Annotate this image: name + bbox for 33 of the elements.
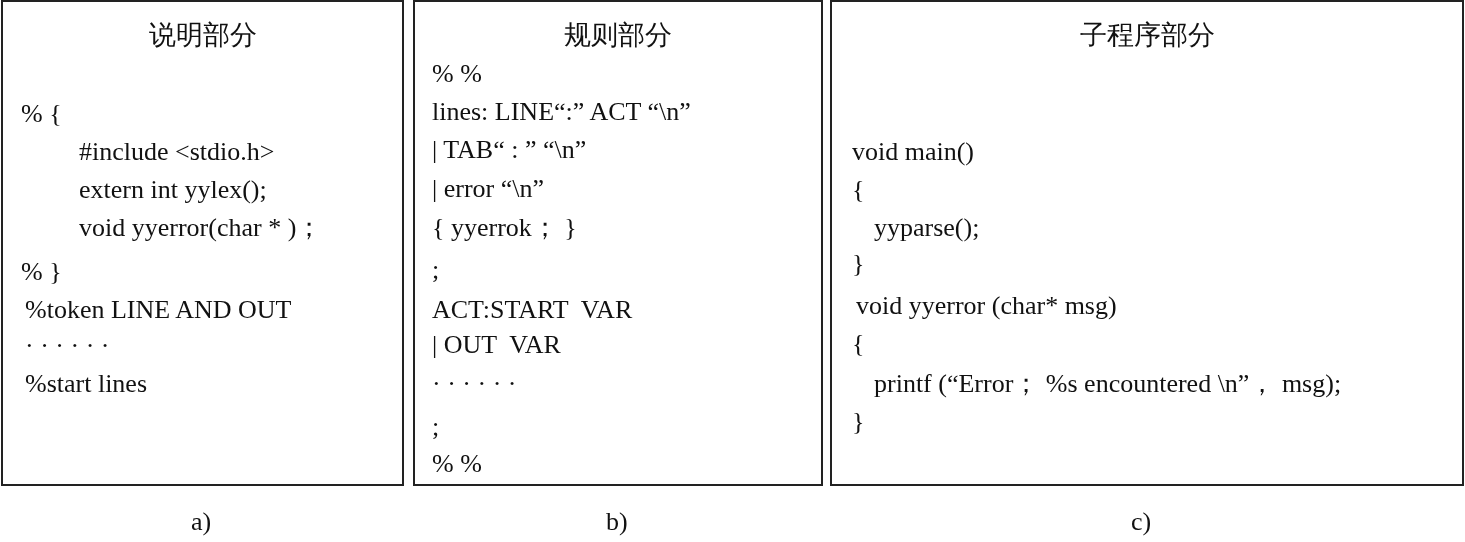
panel-heading: 规则部分 — [563, 20, 673, 50]
code-line: · · · · · · — [432, 369, 517, 399]
code-line: % } — [21, 257, 62, 287]
panel-caption: a) — [191, 507, 212, 537]
code-line: { — [852, 175, 865, 205]
code-line: | TAB“ : ” “\n” — [432, 135, 587, 165]
code-line: ; — [432, 412, 440, 442]
code-line: { yyerrok； } — [432, 213, 577, 243]
code-line: } — [852, 249, 865, 279]
code-line: } — [852, 407, 865, 437]
code-line: ; — [432, 255, 440, 285]
panel-caption: c) — [1131, 507, 1152, 537]
code-line: #include <stdio.h> — [79, 137, 275, 167]
code-line: void main() — [852, 137, 975, 167]
code-line: | error “\n” — [432, 174, 545, 204]
code-line: | OUT VAR — [432, 330, 561, 360]
code-line: { — [852, 329, 865, 359]
code-line: · · · · · · — [25, 331, 110, 361]
code-line: % % — [432, 449, 482, 479]
panel-heading: 子程序部分 — [1078, 20, 1216, 50]
panel-caption: b) — [606, 507, 628, 537]
panel-heading: 说明部分 — [147, 20, 258, 50]
code-line: void yyerror(char * )； — [79, 213, 323, 243]
code-line: printf (“Error； %s encountered \n”， msg); — [874, 369, 1342, 399]
code-line: extern int yylex(); — [79, 175, 267, 205]
code-line: % { — [21, 99, 62, 129]
code-line: %start lines — [25, 369, 148, 399]
code-line: ACT:START VAR — [432, 295, 633, 325]
code-line: void yyerror (char* msg) — [856, 291, 1117, 321]
code-line: lines: LINE“:” ACT “\n” — [432, 97, 691, 127]
code-line: %token LINE AND OUT — [25, 295, 292, 325]
code-line: yyparse(); — [874, 213, 980, 243]
code-line: % % — [432, 59, 482, 89]
